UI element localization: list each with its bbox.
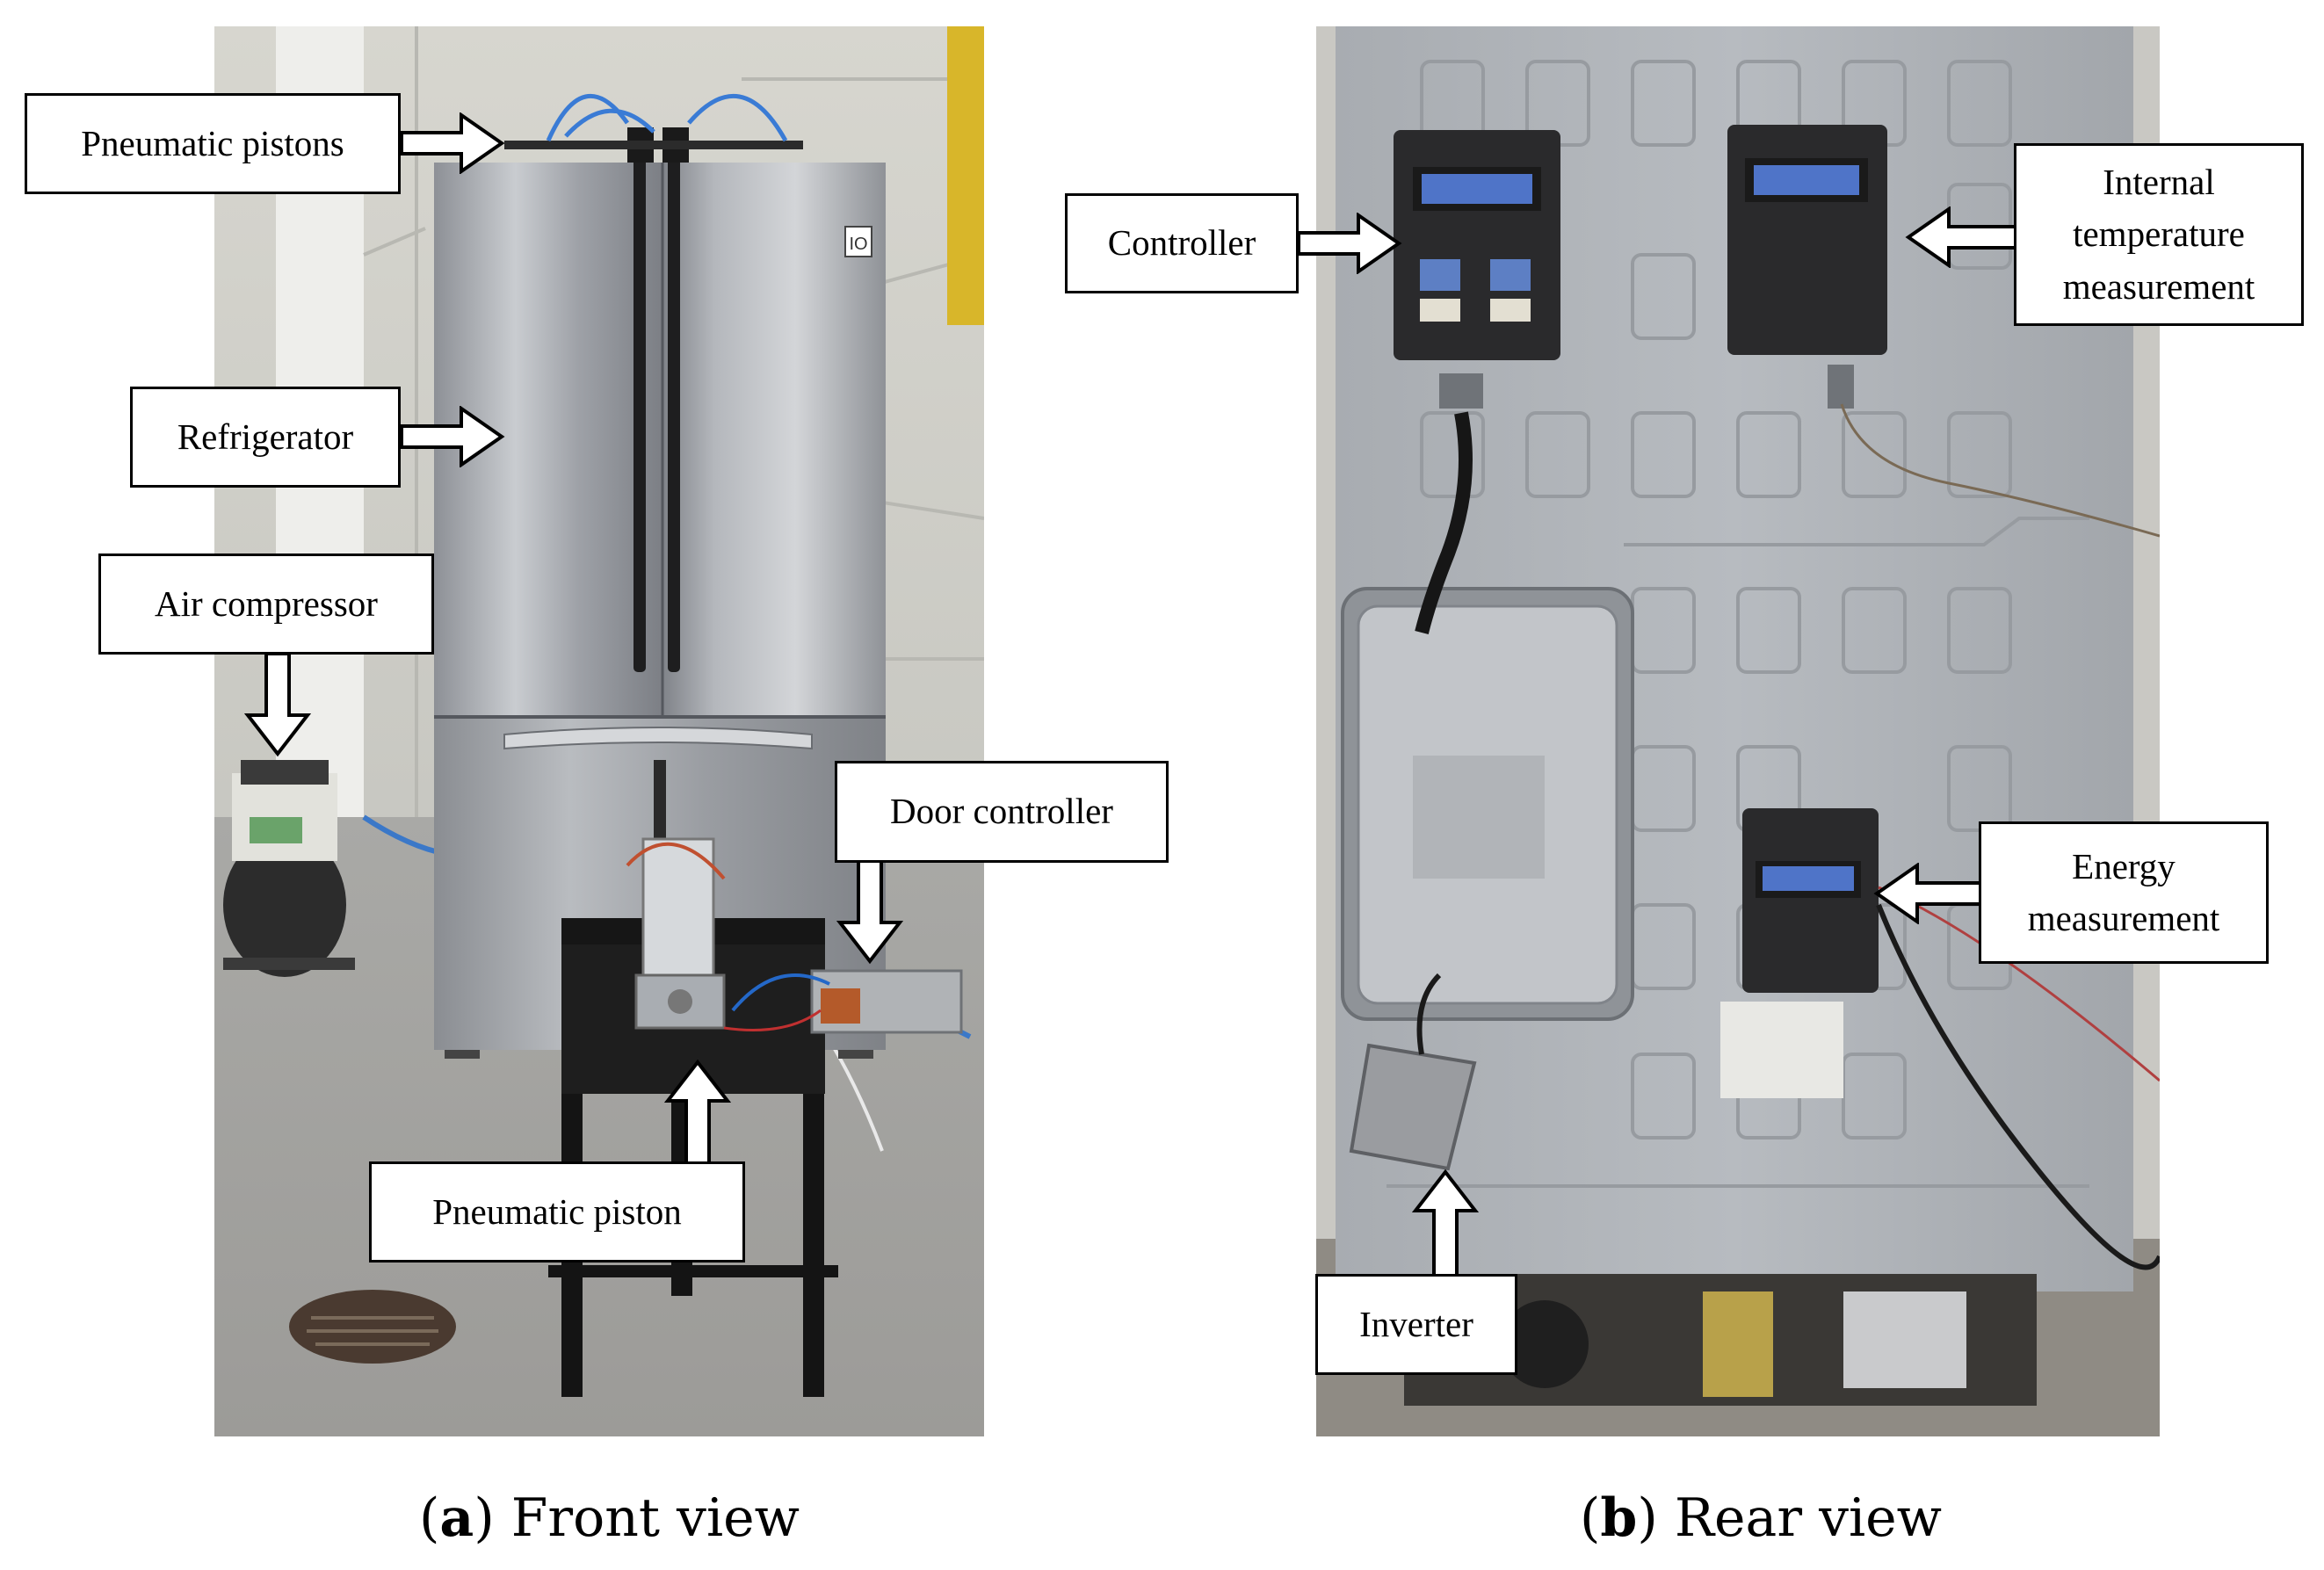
floor-drain xyxy=(289,1290,456,1364)
arrow-inverter xyxy=(1412,1168,1479,1279)
arrow-door-controller xyxy=(836,859,903,965)
arrow-internal-temperature xyxy=(1905,206,2019,268)
caption-rear-view: (b) Rear view xyxy=(1580,1487,1943,1549)
caption-text-a: Front view xyxy=(510,1487,800,1549)
label-energy: Energy measurement xyxy=(1979,821,2269,964)
caption-front-view: (a) Front view xyxy=(419,1487,800,1549)
inverter xyxy=(1349,973,1477,1171)
yellow-pole xyxy=(947,26,984,325)
caption-letter-b: b xyxy=(1600,1487,1638,1549)
arrow-pneumatic-pistons xyxy=(400,112,505,174)
label-pneumatic-piston: Pneumatic piston xyxy=(369,1161,745,1263)
compressor-cover xyxy=(1341,587,1634,1021)
refrigerator: IO xyxy=(434,127,886,1059)
label-controller: Controller xyxy=(1065,193,1299,293)
controller-box xyxy=(1394,130,1560,634)
spec-sticker xyxy=(1720,1002,1843,1098)
caption-text-b: Rear view xyxy=(1674,1487,1943,1549)
internal-temperature-box xyxy=(1727,125,2160,538)
label-refrigerator: Refrigerator xyxy=(130,387,401,488)
fridge-logo-text: IO xyxy=(849,235,867,254)
arrow-pneumatic-piston xyxy=(664,1059,731,1169)
pneumatic-pistons-assembly xyxy=(504,93,803,149)
label-inverter: Inverter xyxy=(1315,1274,1517,1375)
caption-letter-a: a xyxy=(439,1487,474,1549)
label-pneumatic-pistons: Pneumatic pistons xyxy=(25,93,401,194)
pneumatic-piston-cylinder xyxy=(626,760,726,1030)
energy-measurement-box xyxy=(1742,808,2160,1270)
label-air-compressor: Air compressor xyxy=(98,553,434,655)
arrow-air-compressor xyxy=(244,652,311,757)
label-internal-temperature: Internal temperature measurement xyxy=(2014,143,2304,326)
arrow-refrigerator xyxy=(400,406,505,467)
air-compressor xyxy=(223,760,355,977)
arrow-controller xyxy=(1297,213,1402,274)
label-door-controller: Door controller xyxy=(835,761,1169,863)
door-controller-board xyxy=(723,969,963,1034)
arrow-energy xyxy=(1873,863,1987,924)
